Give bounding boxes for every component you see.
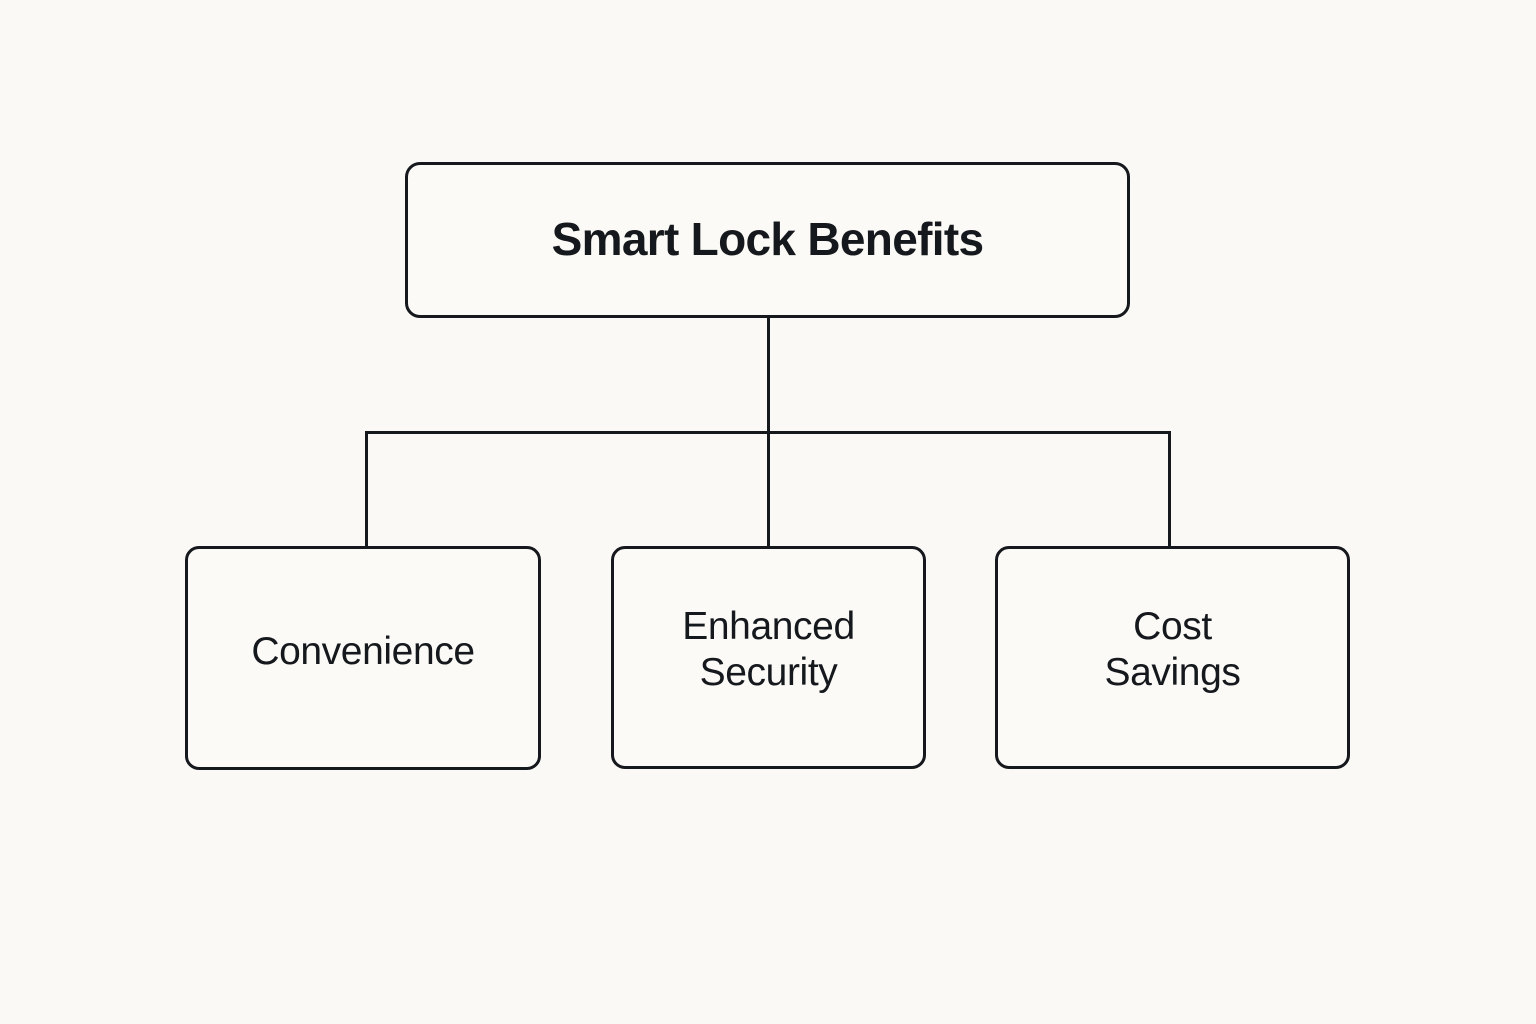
node-child-cost-savings[interactable]: Cost Savings xyxy=(995,546,1350,769)
node-root-smart-lock-benefits[interactable]: Smart Lock Benefits xyxy=(405,162,1130,318)
node-child-enhanced-security-label: Enhanced Security xyxy=(682,605,855,694)
node-child-convenience[interactable]: Convenience xyxy=(185,546,541,770)
node-root-label: Smart Lock Benefits xyxy=(551,213,984,266)
node-child-cost-savings-label: Cost Savings xyxy=(1104,605,1241,694)
node-child-convenience-label: Convenience xyxy=(251,630,475,674)
node-child-enhanced-security[interactable]: Enhanced Security xyxy=(611,546,926,769)
